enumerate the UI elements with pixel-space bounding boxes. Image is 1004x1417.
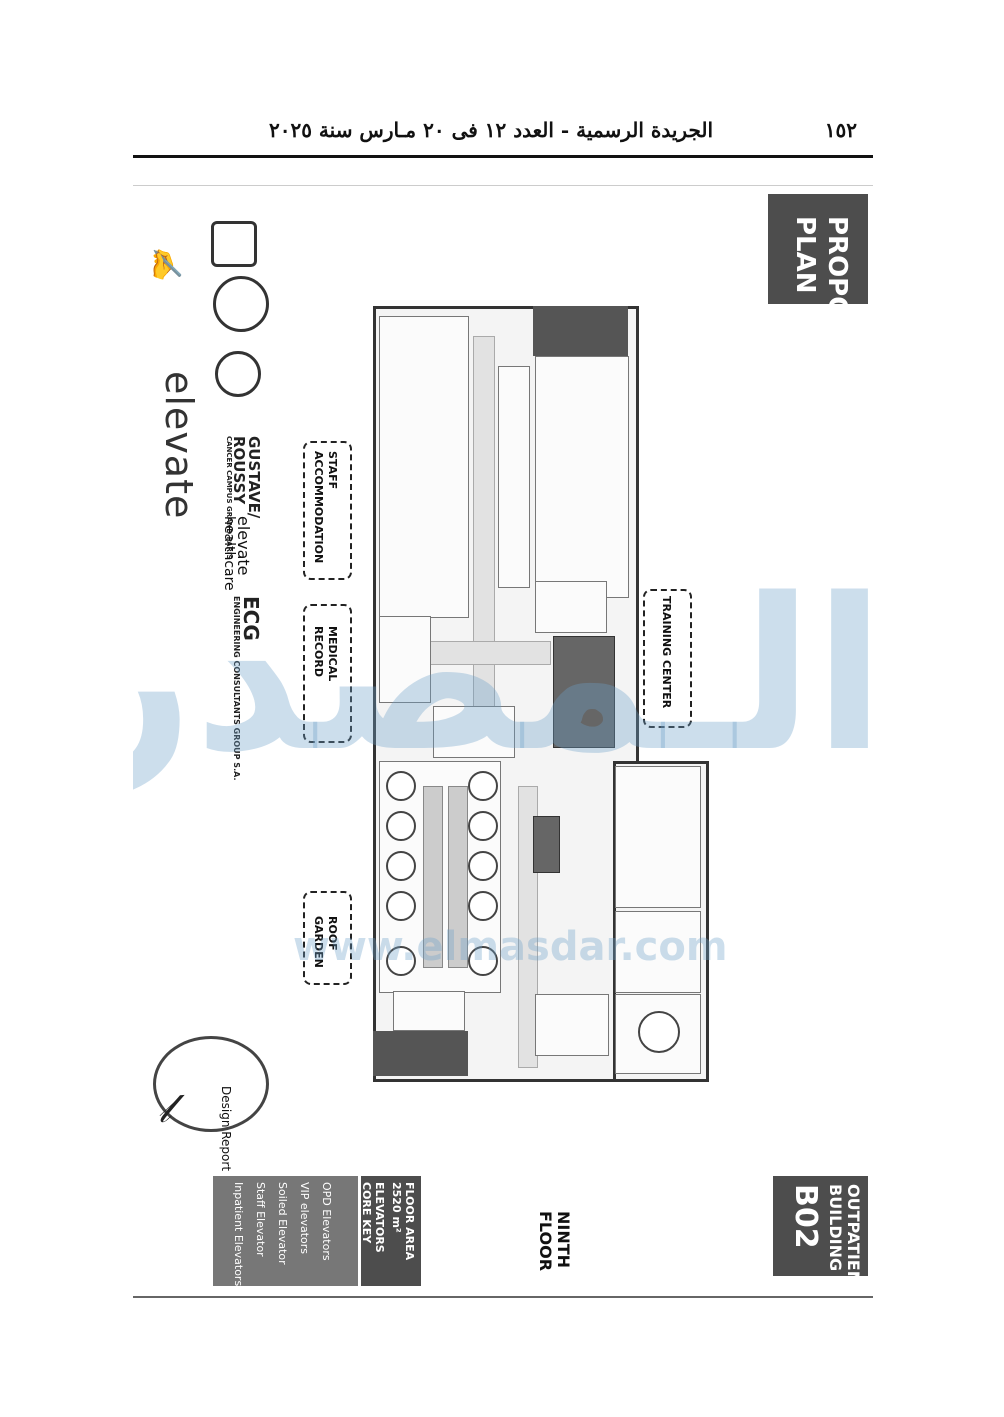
header-rule bbox=[133, 155, 873, 158]
medical-centers-logo bbox=[215, 351, 261, 397]
label-roof-garden bbox=[303, 891, 352, 985]
garden-table bbox=[386, 946, 416, 976]
floor-line2: FLOOR bbox=[536, 1211, 555, 1272]
floor-line1: NINTH bbox=[554, 1211, 573, 1269]
key-item: Soiled Elevator bbox=[276, 1182, 289, 1265]
computer-room bbox=[535, 994, 609, 1056]
key-item: Inpatient Elevators bbox=[232, 1182, 245, 1287]
building-code: B02 bbox=[788, 1184, 823, 1249]
stair-core-top bbox=[533, 306, 628, 356]
signature-top: ✍ bbox=[150, 246, 183, 281]
service-core bbox=[533, 816, 560, 873]
title-line2: PLAN bbox=[790, 216, 820, 294]
garden-table bbox=[468, 946, 498, 976]
label-medical-record bbox=[303, 604, 352, 743]
garden-table bbox=[468, 771, 498, 801]
elevator-core bbox=[553, 636, 615, 748]
label-staff-line2: ACCOMMODATION bbox=[312, 451, 325, 564]
page-number: ١٥٢ bbox=[824, 118, 857, 142]
plan-sheet: PROPOSED PLAN bbox=[133, 185, 873, 1298]
building-line1: OUTPATIENT bbox=[844, 1184, 863, 1296]
stair-core-bottom bbox=[373, 1031, 468, 1076]
elevators-label: ELEVATORS bbox=[373, 1182, 386, 1253]
ministry-seal-logo bbox=[213, 276, 269, 332]
watermark-url: www.elmasdar.com bbox=[293, 924, 728, 970]
building-line2: BUILDING - bbox=[826, 1184, 845, 1284]
building-panel bbox=[773, 1176, 868, 1276]
watermark-arabic: الـمصدر bbox=[133, 553, 873, 798]
conference-table bbox=[638, 1011, 680, 1053]
core-key-label: CORE KEY bbox=[360, 1182, 373, 1244]
title-line1: PROPOSED bbox=[822, 216, 852, 377]
info-panel bbox=[361, 1176, 421, 1286]
elevate-logo: elevate bbox=[157, 371, 201, 520]
header-row: ١٥٢ الجريدة الرسمية - العدد ١٢ فى ٢٠ مـا… bbox=[133, 112, 873, 148]
garden-table bbox=[386, 811, 416, 841]
garden-bench-2 bbox=[448, 786, 468, 968]
garden-table bbox=[386, 891, 416, 921]
design-report-text: Design Report bbox=[219, 1086, 233, 1172]
title-block bbox=[768, 194, 868, 304]
garden-table bbox=[468, 811, 498, 841]
footer-legend: OUTPATIENT BUILDING - B02 NINTH FLOOR FL… bbox=[133, 1176, 873, 1296]
training-hall bbox=[615, 911, 701, 993]
dining-room bbox=[535, 581, 607, 633]
key-item: Staff Elevator bbox=[254, 1182, 267, 1257]
label-staff-line1: STAFF bbox=[326, 451, 339, 490]
official-stamp bbox=[153, 1036, 269, 1132]
floor-area-label: FLOOR AREA bbox=[403, 1182, 416, 1261]
label-staff-accommodation bbox=[303, 441, 352, 580]
staff-rooms-east bbox=[535, 356, 629, 598]
vip-lobby bbox=[433, 706, 515, 758]
signature-bottom: 𝓁 bbox=[158, 1086, 172, 1132]
medical-record-room bbox=[379, 616, 431, 703]
garden-table bbox=[468, 851, 498, 881]
training-rooms bbox=[615, 766, 701, 908]
key-panel bbox=[213, 1176, 358, 1286]
key-item: VIP elevators bbox=[298, 1182, 311, 1255]
egypt-eagle-emblem bbox=[211, 221, 257, 267]
garden-table bbox=[386, 851, 416, 881]
living-rooms bbox=[498, 366, 530, 588]
garden-table bbox=[386, 771, 416, 801]
garden-table bbox=[468, 891, 498, 921]
running-head: الجريدة الرسمية - العدد ١٢ فى ٢٠ مـارس س… bbox=[269, 118, 714, 142]
key-item: OPD Elevators bbox=[320, 1182, 333, 1261]
label-training-center bbox=[643, 589, 692, 728]
floor-area-value: 2520 m² bbox=[390, 1182, 403, 1233]
cafeteria bbox=[393, 991, 465, 1031]
garden-bench-1 bbox=[423, 786, 443, 968]
